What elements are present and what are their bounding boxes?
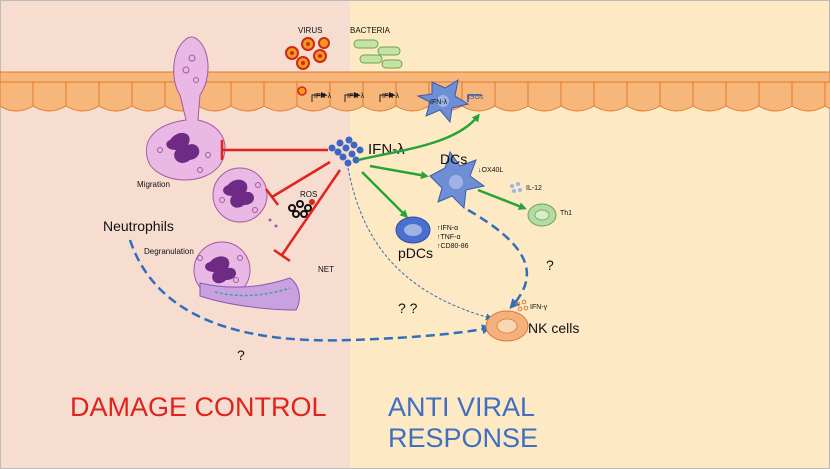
th1-cell-icon xyxy=(527,203,557,227)
ifn-lambda-in-dc: IFN-λ xyxy=(430,99,448,106)
epithelial-cell xyxy=(692,81,727,112)
isgs-label: ISGs xyxy=(468,94,484,101)
pdc-ifn-alpha-label: ↑IFN-α xyxy=(437,225,458,232)
virus-icon xyxy=(285,37,330,70)
migration-label: Migration xyxy=(137,180,170,189)
infected-cell-virus-icon xyxy=(297,86,307,96)
il12-label: IL-12 xyxy=(526,185,542,192)
epithelial-cell xyxy=(0,81,34,112)
epithelial-cell xyxy=(131,81,166,112)
pdc-cd80-label: ↑CD80-86 xyxy=(437,243,469,250)
ros-label: ROS xyxy=(300,190,317,199)
pdc-tnf-alpha-label: ↑TNF-α xyxy=(437,234,461,241)
inhibition-lines xyxy=(220,140,342,263)
epithelial-cell xyxy=(659,81,694,112)
bacteria-label: BACTERIA xyxy=(350,26,391,35)
neutrophils-label: Neutrophils xyxy=(103,218,174,234)
epithelial-cell xyxy=(263,81,298,112)
ifn-lambda-main-label: IFN-λ xyxy=(368,141,405,158)
degranulation-label: Degranulation xyxy=(144,247,194,256)
anti-viral-title-line2: RESPONSE xyxy=(388,423,538,453)
epithelial-cell xyxy=(230,81,265,112)
epithelial-cell xyxy=(527,81,562,112)
epithelial-cell xyxy=(824,81,830,110)
ifn-lambda-small-3: IFN-λ xyxy=(382,93,400,100)
activation-arrows xyxy=(357,113,527,219)
pdcs-label: pDCs xyxy=(398,245,433,261)
unknown-effect-arrows xyxy=(128,167,529,342)
net-label: NET xyxy=(318,265,334,274)
double-question-label: ? ? xyxy=(398,300,418,316)
nk-cells-label: NK cells xyxy=(528,320,579,336)
epithelial-cell xyxy=(65,81,100,112)
ros-neutrophil-icon xyxy=(212,167,278,228)
ifn-lambda-small-2: IFN-λ xyxy=(347,93,365,100)
ifn-lambda-cluster-icon xyxy=(328,136,364,167)
net-neutrophil-icon xyxy=(193,241,300,311)
epithelial-cell xyxy=(758,81,793,112)
migrating-neutrophil-icon xyxy=(145,36,226,181)
ox40l-label: ↓OX40L xyxy=(478,167,503,174)
epithelial-cell xyxy=(791,81,826,112)
epithelial-cell xyxy=(626,81,661,112)
dc-icon xyxy=(429,150,486,210)
epithelial-cell xyxy=(725,81,760,112)
virus-label: VIRUS xyxy=(298,26,322,35)
anti-viral-title-line1: ANTI VIRAL xyxy=(388,392,535,422)
pdc-icon xyxy=(395,216,431,244)
epithelial-layer xyxy=(0,71,830,112)
epithelial-cell xyxy=(32,81,67,112)
epithelial-dc-icon xyxy=(416,78,470,124)
epithelial-cell xyxy=(560,81,595,112)
il12-dots-icon xyxy=(510,182,522,193)
ifn-gamma-dots-icon xyxy=(515,299,529,312)
epithelial-cell xyxy=(98,81,133,112)
bacteria-icon xyxy=(353,39,403,69)
th1-label: Th1 xyxy=(560,210,572,217)
ifn-gamma-label: IFN-γ xyxy=(530,304,548,311)
ros-particles-icon xyxy=(288,199,315,218)
dcs-label: DCs xyxy=(440,151,467,167)
nk-cell-icon xyxy=(485,310,529,342)
bottom-question-label: ? xyxy=(237,347,245,363)
ifn-lambda-small-1: IFN-λ xyxy=(314,93,332,100)
epithelial-cell xyxy=(593,81,628,112)
right-question-label: ? xyxy=(546,257,554,273)
damage-control-title: DAMAGE CONTROL xyxy=(70,392,327,422)
transcription-arrows xyxy=(311,92,395,102)
isgs-arrow xyxy=(467,94,482,102)
epithelial-cell xyxy=(494,81,529,112)
